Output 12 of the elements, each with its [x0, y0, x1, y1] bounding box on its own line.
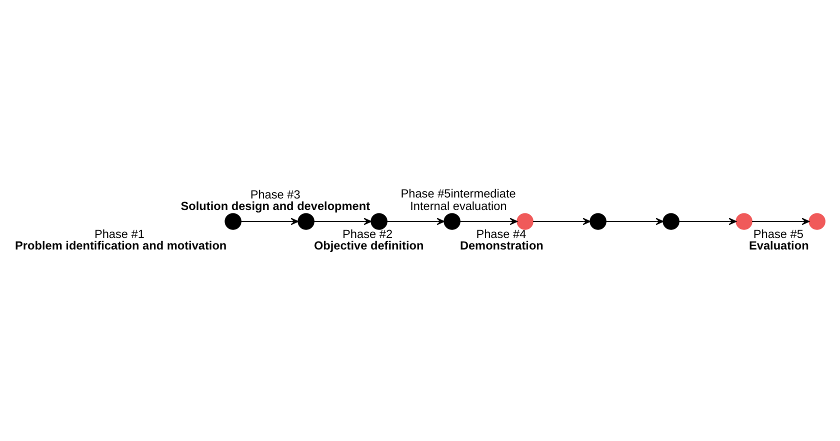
node-label: Phase #4 — [476, 226, 526, 241]
node-label: Problem identification and motivation — [15, 238, 227, 253]
node-label: Phase #2 — [342, 226, 393, 241]
node-label: Evaluation — [748, 238, 809, 253]
node-label: Phase #1 — [94, 226, 144, 241]
node-label: Demonstration — [460, 238, 544, 253]
node-label: Objective definition — [314, 238, 424, 253]
node-label: Solution design and development — [180, 199, 370, 214]
node-label: Phase #3 — [250, 187, 300, 202]
node-label: Phase #5 — [753, 226, 804, 241]
node-label: Phase #5intermediate — [400, 186, 516, 200]
node-label: Internal evaluation — [410, 199, 507, 214]
